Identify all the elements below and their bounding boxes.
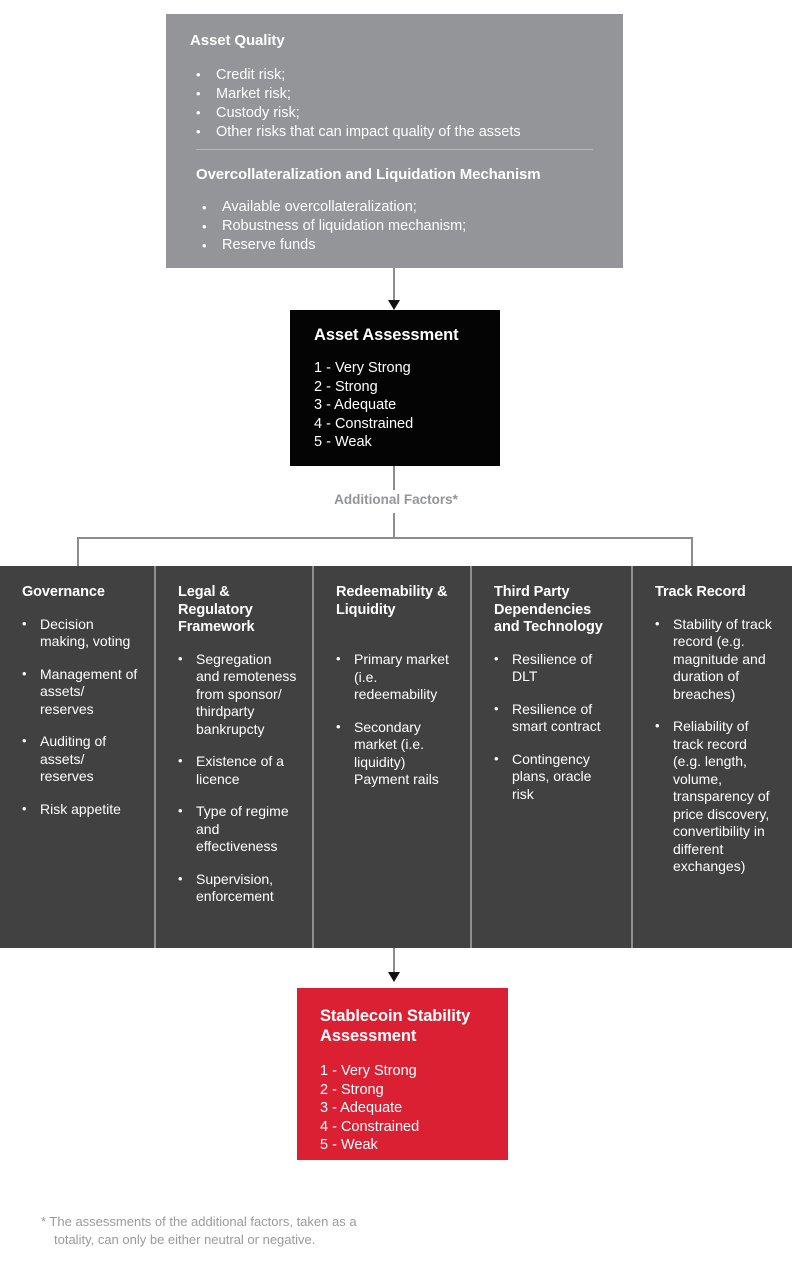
list-item: Reliability of track record (e.g. length… [655, 717, 778, 876]
overcollateralization-bullet-list: Available overcollateralization; Robustn… [196, 198, 596, 255]
bracket-drop-right [691, 537, 693, 567]
list-item: Type of regime and effectiveness [178, 802, 298, 856]
list-item: Contingency plans, oracle risk [494, 750, 617, 804]
scale-item: 5 - Weak [314, 434, 372, 450]
connector-line-bottom [393, 948, 395, 980]
scale-item: 5 - Weak [320, 1137, 378, 1153]
list-item: Auditing of assets/ reserves [22, 732, 140, 786]
connector-line-top [393, 268, 395, 302]
scale-item: 2 - Strong [314, 378, 378, 395]
scale-item: 4 - Constrained [314, 415, 414, 432]
connector-line-to-bracket [393, 513, 395, 539]
stablecoin-assessment-scale: 1 - Very Strong 2 - Strong 3 - Adequate … [320, 1062, 508, 1155]
list-item: Stability of track record (e.g. magnitud… [655, 615, 778, 704]
arrowhead-top [388, 300, 400, 310]
scale-item: 2 - Strong [320, 1081, 384, 1098]
list-item: Resilience of smart contract [494, 700, 617, 736]
asset-quality-bullet-list: Credit risk; Market risk; Custody risk; … [190, 65, 599, 142]
additional-factors-label: Additional Factors* [334, 492, 458, 507]
column-header: Track Record [655, 584, 746, 600]
overcollateralization-header: Overcollateralization and Liquidation Me… [196, 166, 541, 183]
bracket-drop-left [77, 537, 79, 567]
stablecoin-assessment-header: Stablecoin Stability Assessment [320, 1007, 471, 1045]
list-item: Secondary market (i.e. liquidity) Paymen… [336, 718, 456, 789]
list-item: Supervision, enforcement [178, 870, 298, 906]
list-item: Robustness of liquidation mechanism; [196, 217, 596, 236]
list-item: Decision making, voting [22, 615, 140, 651]
stablecoin-stability-assessment-box: Stablecoin Stability Assessment 1 - Very… [297, 988, 508, 1160]
list-item: Custody risk; [190, 103, 599, 123]
list-item: Management of assets/ reserves [22, 665, 140, 719]
asset-quality-header: Asset Quality [190, 32, 285, 49]
footnote-line-1: * The assessments of the additional fact… [41, 1214, 357, 1229]
scale-item: 1 - Very Strong [320, 1063, 417, 1079]
footnote-line-2: totality, can only be either neutral or … [54, 1232, 316, 1247]
list-item: Reserve funds [196, 236, 596, 255]
bracket-horizontal-line [77, 537, 693, 539]
list-item: Available overcollateralization; [196, 198, 596, 217]
asset-assessment-header: Asset Assessment [314, 326, 459, 344]
list-item: Existence of a licence [178, 752, 298, 788]
column-bullet-list: Segregation and remoteness from sponsor/… [178, 650, 298, 906]
column-bullet-list: Decision making, voting Management of as… [22, 615, 140, 819]
column-header: Third Party Dependencies and Technology [494, 584, 603, 635]
scale-item: 3 - Adequate [320, 1100, 403, 1116]
asset-assessment-scale: 1 - Very Strong 2 - Strong 3 - Adequate … [314, 359, 500, 452]
list-item: Risk appetite [22, 800, 140, 819]
factor-column-governance: Governance Decision making, voting Manag… [0, 566, 154, 948]
column-bullet-list: Resilience of DLT Resilience of smart co… [494, 650, 617, 804]
scale-item: 4 - Constrained [320, 1118, 420, 1135]
connector-line-from-assessment [393, 466, 395, 490]
panel-divider [196, 149, 593, 150]
factor-column-legal-regulatory-framework: Legal & Regulatory Framework Segregation… [154, 566, 312, 948]
arrowhead-bottom [388, 972, 400, 982]
list-item: Resilience of DLT [494, 650, 617, 686]
scale-item: 3 - Adequate [314, 397, 397, 413]
column-bullet-list: Stability of track record (e.g. magnitud… [655, 615, 778, 876]
scale-item: 1 - Very Strong [314, 360, 411, 376]
list-item: Other risks that can impact quality of t… [190, 122, 599, 142]
footnote: * The assessments of the additional fact… [41, 1213, 461, 1249]
column-header: Legal & Regulatory Framework [178, 584, 255, 635]
factor-column-track-record: Track Record Stability of track record (… [631, 566, 792, 948]
column-header: Redeemability & Liquidity [336, 584, 448, 618]
list-item: Market risk; [190, 84, 599, 104]
column-bullet-list: Primary market (i.e. redeemability Secon… [336, 650, 456, 789]
column-header: Governance [22, 584, 105, 600]
list-item: Segregation and remoteness from sponsor/… [178, 650, 298, 739]
list-item: Credit risk; [190, 65, 599, 85]
additional-factors-band: Governance Decision making, voting Manag… [0, 566, 792, 948]
factor-column-third-party-dependencies: Third Party Dependencies and Technology … [470, 566, 631, 948]
factor-column-redeemability-liquidity: Redeemability & Liquidity Primary market… [312, 566, 470, 948]
asset-assessment-box: Asset Assessment 1 - Very Strong 2 - Str… [290, 310, 500, 466]
list-item: Primary market (i.e. redeemability [336, 650, 456, 704]
